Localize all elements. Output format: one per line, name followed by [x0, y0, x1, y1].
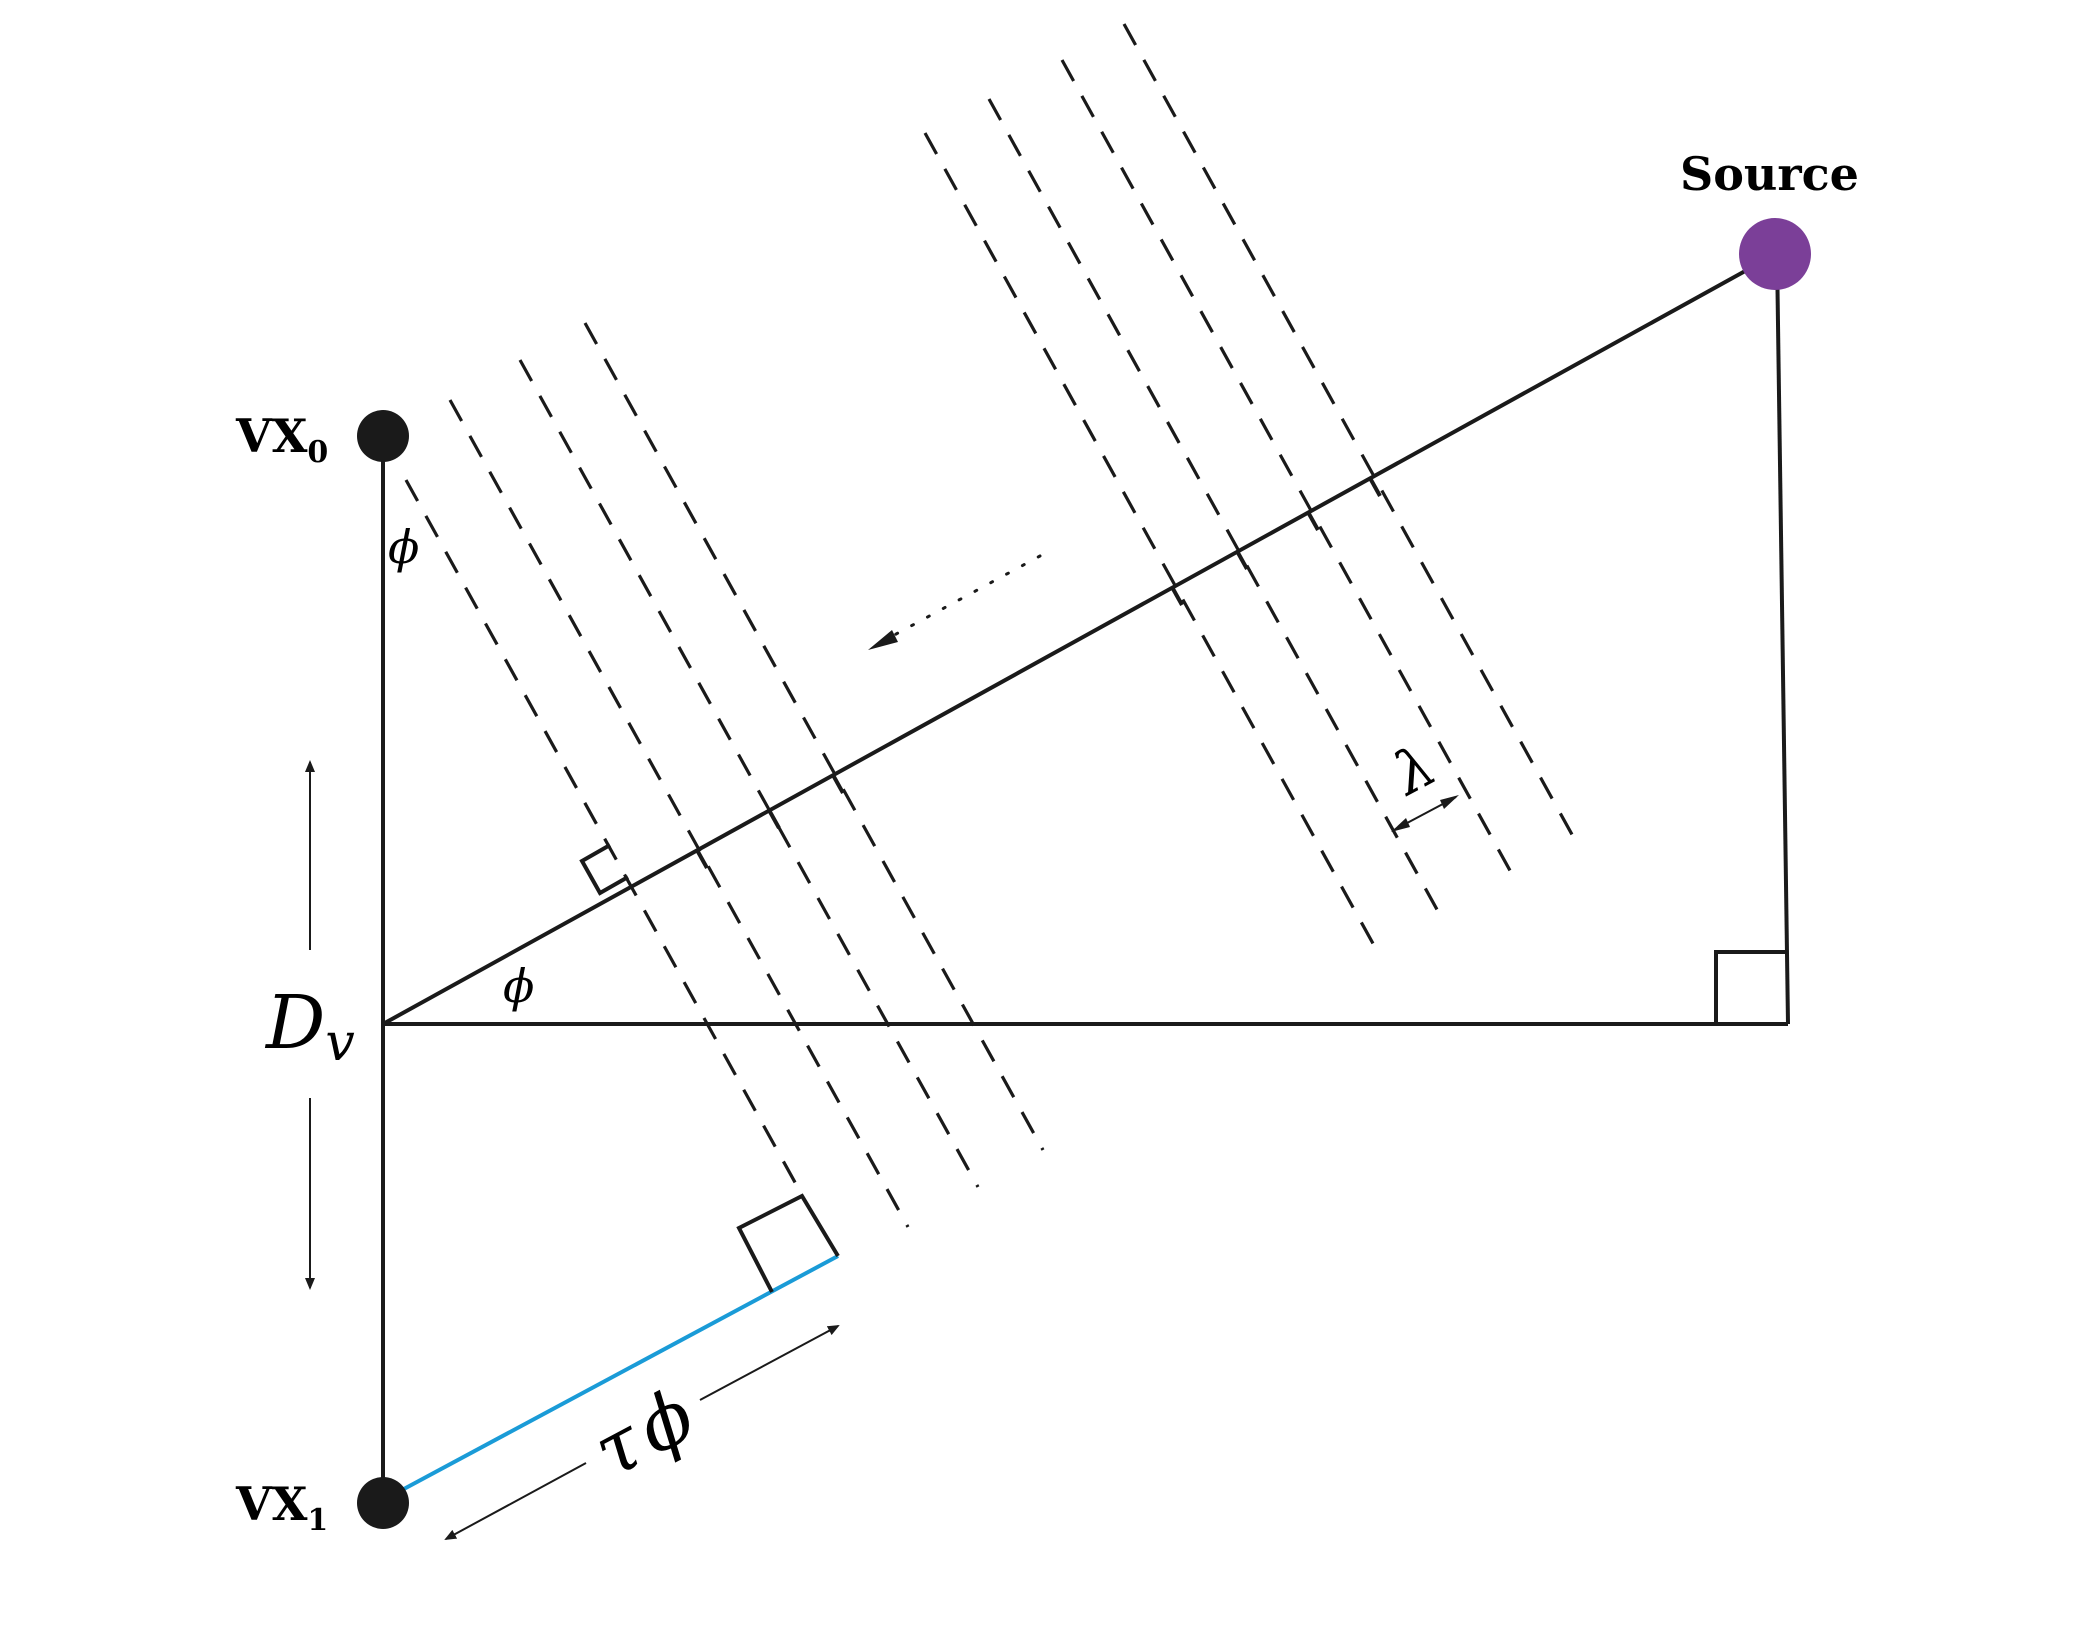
- right-angle-marker-los: [579, 843, 629, 896]
- propagation-direction-arrow: [868, 554, 1042, 650]
- wavefront-group-near-baseline: [404, 322, 1045, 1228]
- wavefront-line: [987, 98, 1447, 925]
- line-of-sight: [382, 268, 1748, 1026]
- right-angle-marker-delay: [736, 1193, 840, 1293]
- tick-mark: [831, 774, 845, 794]
- tick-mark: [695, 849, 709, 869]
- tick-mark: [1170, 586, 1184, 606]
- antenna-node-vx1: [357, 1477, 409, 1529]
- antenna-node-vx0: [357, 410, 409, 462]
- tau-phi-label: τϕ: [580, 1372, 708, 1495]
- lambda-arrow: [1391, 795, 1459, 832]
- line-of-sight-ticks: [695, 477, 1382, 869]
- source-node: [1739, 218, 1811, 290]
- tau-phi-arrow-down: [444, 1462, 587, 1540]
- vx1-label: VX1: [235, 1477, 328, 1538]
- tick-mark: [1235, 550, 1249, 570]
- source-vertical-line: [1775, 253, 1790, 1025]
- wavefront-line: [404, 479, 804, 1196]
- wavefront-line: [448, 399, 910, 1228]
- lambda-label: λ: [1381, 731, 1447, 809]
- wavefront-line: [518, 359, 980, 1188]
- tick-mark: [1306, 511, 1320, 531]
- wavefront-line: [583, 322, 1045, 1151]
- wavefront-line: [1060, 59, 1520, 886]
- source-label: Source: [1680, 147, 1859, 201]
- wavefront-line: [923, 132, 1383, 959]
- vx0-label: VX0: [235, 409, 328, 470]
- phi-label-baseline: ϕ: [388, 520, 419, 574]
- delay-segment: [401, 1254, 839, 1492]
- wavefront-line: [1122, 23, 1582, 850]
- wavefront-group-near-source: [923, 23, 1582, 959]
- phi-label-angle: ϕ: [503, 959, 534, 1013]
- tick-mark: [1368, 477, 1382, 497]
- tick-mark: [767, 809, 781, 829]
- dv-label: Dv: [264, 980, 355, 1073]
- tau-phi-arrow-up: [699, 1325, 840, 1401]
- right-angle-marker-corner: [1714, 950, 1788, 1024]
